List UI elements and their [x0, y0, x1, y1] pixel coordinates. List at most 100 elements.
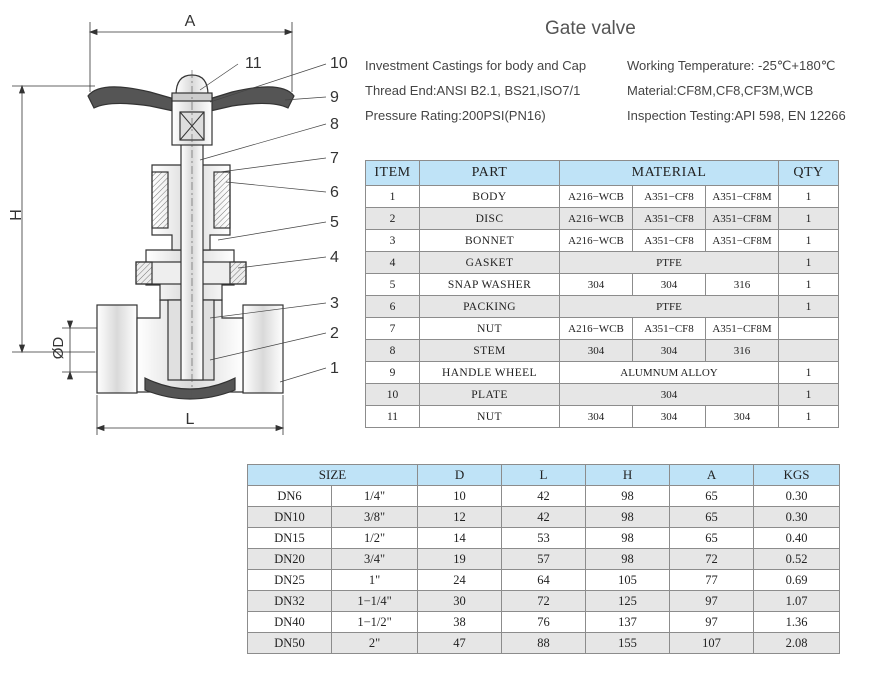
size-cell: 72 [669, 548, 755, 570]
size-cell: 107 [669, 632, 755, 654]
size-cell: 98 [585, 485, 671, 507]
parts-qty-cell [778, 339, 840, 362]
size-cell: 19 [417, 548, 503, 570]
size-cell: 10 [417, 485, 503, 507]
parts-qty-cell: 1 [778, 383, 840, 406]
size-cell: 30 [417, 590, 503, 612]
size-cell: 105 [585, 569, 671, 591]
size-cell: 1.36 [753, 611, 841, 633]
size-cell: 72 [501, 590, 587, 612]
size-cell: DN25 [247, 569, 332, 591]
size-cell: 65 [669, 527, 755, 549]
parts-qty-cell: 1 [778, 251, 840, 274]
size-cell: 12 [417, 506, 503, 528]
dimension-d-label: ØD [50, 337, 67, 360]
parts-item-cell: 7 [365, 317, 420, 340]
parts-material-cell: A216−WCB [559, 185, 633, 208]
callout-9: 9 [330, 89, 339, 106]
size-cell: 14 [417, 527, 503, 549]
callout-10: 10 [330, 55, 348, 72]
parts-material-cell: 304 [559, 273, 633, 296]
size-cell: 155 [585, 632, 671, 654]
spec-inspection-testing: Inspection Testing:API 598, EN 12266 [627, 108, 846, 123]
parts-material-cell: A351−CF8 [632, 185, 706, 208]
parts-material-cell: A351−CF8M [704, 185, 780, 208]
header-h: H [585, 464, 671, 486]
size-cell: 1" [330, 569, 419, 591]
parts-name-cell: STEM [419, 339, 560, 362]
spec-castings: Investment Castings for body and Cap [365, 58, 587, 73]
size-cell: 77 [669, 569, 755, 591]
parts-material-cell: 304 [632, 273, 706, 296]
size-cell: 1/4" [330, 485, 419, 507]
parts-material-cell: 304 [559, 405, 633, 428]
size-cell: DN40 [247, 611, 332, 633]
parts-qty-cell: 1 [778, 273, 840, 296]
size-cell: DN50 [247, 632, 332, 654]
dimension-d [62, 320, 100, 380]
header-qty: QTY [778, 160, 840, 186]
size-cell: DN6 [247, 485, 332, 507]
page-title: Gate valve [545, 18, 636, 39]
size-cell: 2.08 [753, 632, 841, 654]
dimension-l [95, 395, 285, 435]
callout-leaders [199, 63, 327, 383]
parts-item-cell: 9 [365, 361, 420, 384]
size-cell: 3/8" [330, 506, 419, 528]
size-cell: 0.69 [753, 569, 841, 591]
size-cell: 3/4" [330, 548, 419, 570]
parts-name-cell: DISC [419, 207, 560, 230]
size-cell: 0.30 [753, 485, 841, 507]
parts-name-cell: GASKET [419, 251, 560, 274]
size-cell: 0.52 [753, 548, 841, 570]
size-cell: 47 [417, 632, 503, 654]
spec-working-temperature: Working Temperature: -25℃+180℃ [627, 58, 836, 73]
parts-qty-cell: 1 [778, 295, 840, 318]
parts-item-cell: 8 [365, 339, 420, 362]
header-kgs: KGS [753, 464, 841, 486]
dimension-h-label: H [8, 209, 25, 221]
parts-material-cell: PTFE [558, 251, 780, 274]
callout-7: 7 [330, 150, 339, 167]
callout-5: 5 [330, 214, 339, 231]
size-cell: 97 [669, 590, 755, 612]
parts-item-cell: 3 [365, 229, 420, 252]
parts-material-cell: A351−CF8 [632, 207, 706, 230]
size-cell: 57 [501, 548, 587, 570]
spec-material: Material:CF8M,CF8,CF3M,WCB [627, 83, 814, 98]
size-cell: 98 [585, 527, 671, 549]
size-cell: DN32 [247, 590, 332, 612]
callout-4: 4 [330, 249, 339, 266]
size-cell: DN10 [247, 506, 332, 528]
size-cell: 76 [501, 611, 587, 633]
size-cell: 42 [501, 485, 587, 507]
parts-material-cell: PTFE [558, 295, 780, 318]
size-cell: 1/2" [330, 527, 419, 549]
size-cell: 0.40 [753, 527, 841, 549]
parts-item-cell: 10 [365, 383, 420, 406]
size-cell: 65 [669, 485, 755, 507]
parts-item-cell: 5 [365, 273, 420, 296]
parts-material-cell: A351−CF8M [704, 229, 780, 252]
parts-name-cell: NUT [419, 317, 560, 340]
parts-item-cell: 4 [365, 251, 420, 274]
parts-material-cell: A351−CF8 [632, 317, 706, 340]
parts-qty-cell: 1 [778, 361, 840, 384]
parts-material-cell: A351−CF8M [704, 317, 780, 340]
parts-table-header: ITEM PART MATERIAL QTY [365, 160, 840, 186]
header-l: L [501, 464, 587, 486]
dimension-h [12, 84, 95, 354]
